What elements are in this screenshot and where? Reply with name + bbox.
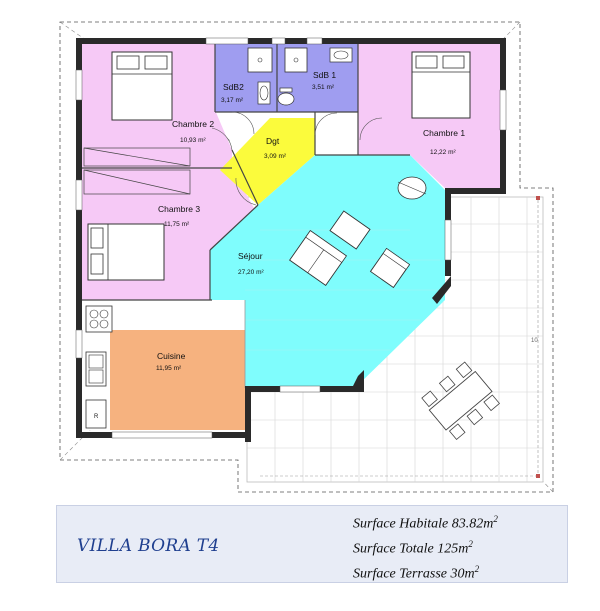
cooktop-icon [85, 305, 113, 333]
coffee-table-icon [329, 210, 371, 250]
floor-plan: 10 [59, 21, 554, 493]
surface-habitable-unit: 2 [493, 514, 498, 524]
windows [75, 37, 507, 439]
chambre1-area: 12,22 m² [430, 149, 456, 156]
room-cuisine [110, 330, 245, 430]
surface-totale: Surface Totale 125m2 [353, 539, 473, 558]
wardrobe-chambre2 [83, 147, 191, 167]
sdb1-label: SdB 1 [313, 70, 336, 80]
villa-title: VILLA BORA T4 [77, 536, 220, 556]
tv-icon [397, 176, 427, 200]
door-swing [314, 112, 338, 136]
terrace-dimension: 10 [531, 338, 538, 344]
bed-chambre1 [411, 51, 471, 119]
sink-sdb1 [329, 47, 353, 63]
door-swing [211, 127, 233, 151]
fridge-letter: R [94, 414, 99, 420]
kitchen-sink-icon [85, 351, 107, 387]
terrace-table-icon [421, 361, 501, 441]
bed-chambre2 [111, 51, 173, 121]
cuisine-area: 11,95 m² [156, 365, 182, 372]
chambre3-label: Chambre 3 [158, 204, 200, 214]
shower-sdb1 [284, 47, 308, 73]
cuisine-label: Cuisine [157, 351, 186, 361]
chambre2-area: 10,93 m² [180, 137, 206, 144]
sdb1-area: 3,51 m² [312, 84, 335, 91]
dgt-label: Dgt [266, 136, 280, 146]
sejour-label: Séjour [238, 251, 263, 261]
toilet-sdb1 [277, 87, 295, 106]
surface-terrasse-unit: 2 [474, 564, 480, 574]
wardrobe-chambre3 [83, 169, 191, 195]
partition-wall [209, 204, 259, 251]
sofa-icon [289, 230, 347, 286]
sink-sdb2 [257, 81, 271, 105]
info-panel: VILLA BORA T4 Surface Habitale 83.82m2 S… [56, 505, 568, 583]
surface-totale-unit: 2 [468, 539, 473, 549]
surface-totale-text: Surface Totale 125m [353, 541, 469, 557]
surface-habitable-text: Surface Habitale 83.82m [353, 516, 494, 532]
surface-terrasse-text: Surface Terrasse 30m [353, 566, 475, 582]
bed-chambre3 [87, 223, 165, 281]
shower-sdb2 [247, 47, 273, 73]
armchair-icon [369, 247, 411, 289]
surface-terrasse: Surface Terrasse 30m2 [353, 564, 479, 583]
surface-habitable: Surface Habitale 83.82m2 [353, 514, 498, 533]
chambre1-label: Chambre 1 [423, 128, 465, 138]
door-swing [235, 177, 257, 206]
sdb2-label: SdB2 [223, 82, 244, 92]
chambre3-area: 11,75 m² [164, 221, 190, 228]
room-dgt [220, 118, 315, 205]
dgt-area: 3,09 m² [264, 153, 287, 160]
sejour-area: 27,20 m² [238, 269, 264, 276]
door-swing [359, 117, 383, 141]
chambre2-label: Chambre 2 [172, 119, 214, 129]
fridge-icon [85, 399, 107, 429]
sejour-pattern [245, 229, 440, 351]
sdb2-area: 3,17 m² [221, 97, 244, 104]
partition-wall [231, 149, 259, 206]
door-swing [231, 111, 255, 135]
